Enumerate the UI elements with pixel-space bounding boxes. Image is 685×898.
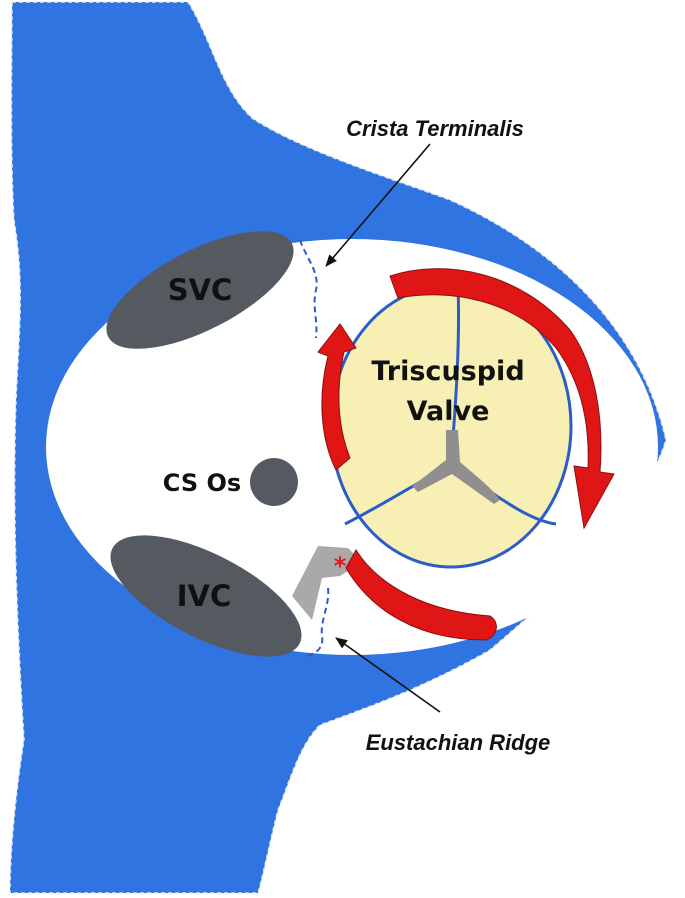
crista-terminalis-pointer	[325, 143, 431, 267]
cs-os-label: CS Os	[163, 469, 241, 497]
circuit-arrow-bottom	[345, 549, 497, 641]
crista-terminalis-line	[299, 239, 318, 339]
ivc-label: IVC	[177, 579, 232, 613]
asterisk-marker: *	[334, 552, 347, 580]
circuit-arrow-left	[317, 323, 357, 471]
eustachian-ridge-line	[305, 587, 330, 657]
eustachian-ridge-band	[292, 546, 362, 620]
valve-label-line2: Valve	[407, 396, 490, 427]
valve-label-line1: Triscuspid	[371, 356, 524, 387]
cs-os-circle	[250, 458, 298, 506]
svc-label: SVC	[168, 273, 233, 307]
eustachian-ridge-label: Eustachian Ridge	[366, 730, 551, 755]
circuit-arrow-top-right	[389, 268, 615, 530]
svc-ostium	[106, 231, 294, 349]
crista-terminalis-label: Crista Terminalis	[346, 116, 524, 141]
ivc-ostium	[110, 535, 302, 657]
eustachian-ridge-pointer	[335, 637, 441, 713]
valve-center-coaptation	[412, 430, 500, 504]
